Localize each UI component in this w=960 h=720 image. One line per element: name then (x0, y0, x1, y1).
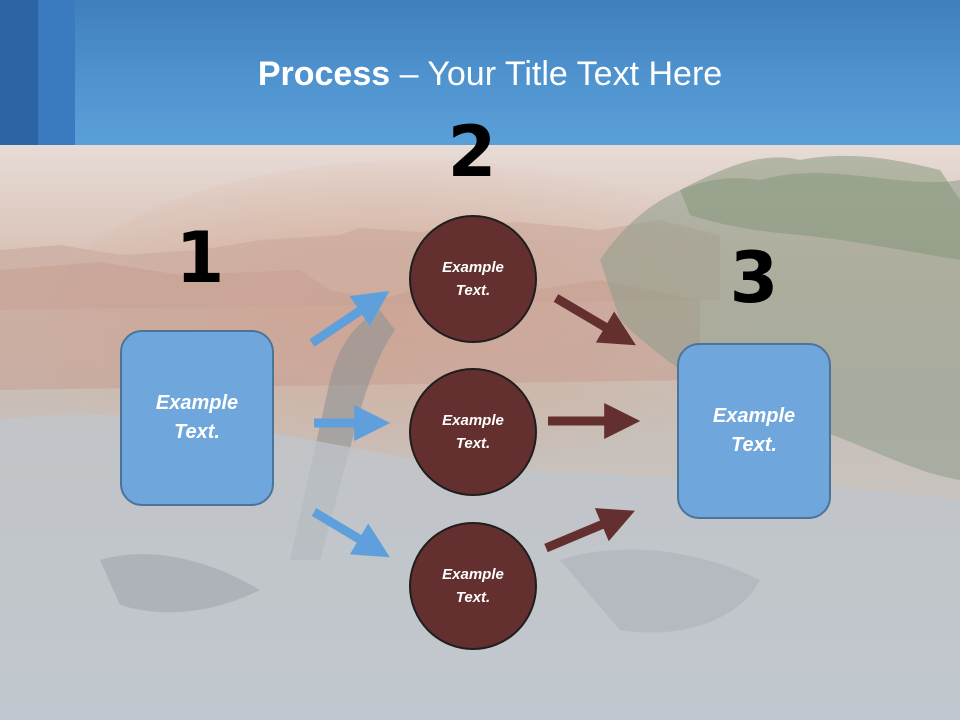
step-2-circle-top: Example Text. (409, 215, 537, 343)
step-3-text: Example Text. (712, 405, 796, 456)
circle-middle-text: Example Text. (442, 412, 504, 452)
header-accent-bar-light (38, 0, 75, 145)
arrow-from-top-circle (553, 294, 636, 346)
step-number-3: 3 (729, 237, 779, 319)
title-bold: Process (257, 55, 391, 93)
header-accent-bar (0, 0, 38, 145)
arrow-to-bottom-circle (311, 508, 390, 558)
step-3-box: Example Text. (677, 343, 831, 519)
step-number-1: 1 (175, 217, 225, 299)
title-header-band (0, 0, 960, 145)
slide-title: Process – Your Title Text Here (0, 52, 960, 96)
step-1-box: Example Text. (120, 330, 274, 506)
step-2-circle-middle: Example Text. (409, 368, 537, 496)
circle-top-text: Example Text. (442, 259, 504, 299)
title-rest: – Your Title Text Here (390, 55, 723, 93)
arrow-to-top-circle (309, 290, 390, 347)
step-1-text: Example Text. (155, 392, 239, 443)
circle-bottom-text: Example Text. (442, 566, 504, 606)
step-number-2: 2 (447, 111, 497, 193)
arrow-from-bottom-circle (544, 508, 635, 553)
step-2-circle-bottom: Example Text. (409, 522, 537, 650)
